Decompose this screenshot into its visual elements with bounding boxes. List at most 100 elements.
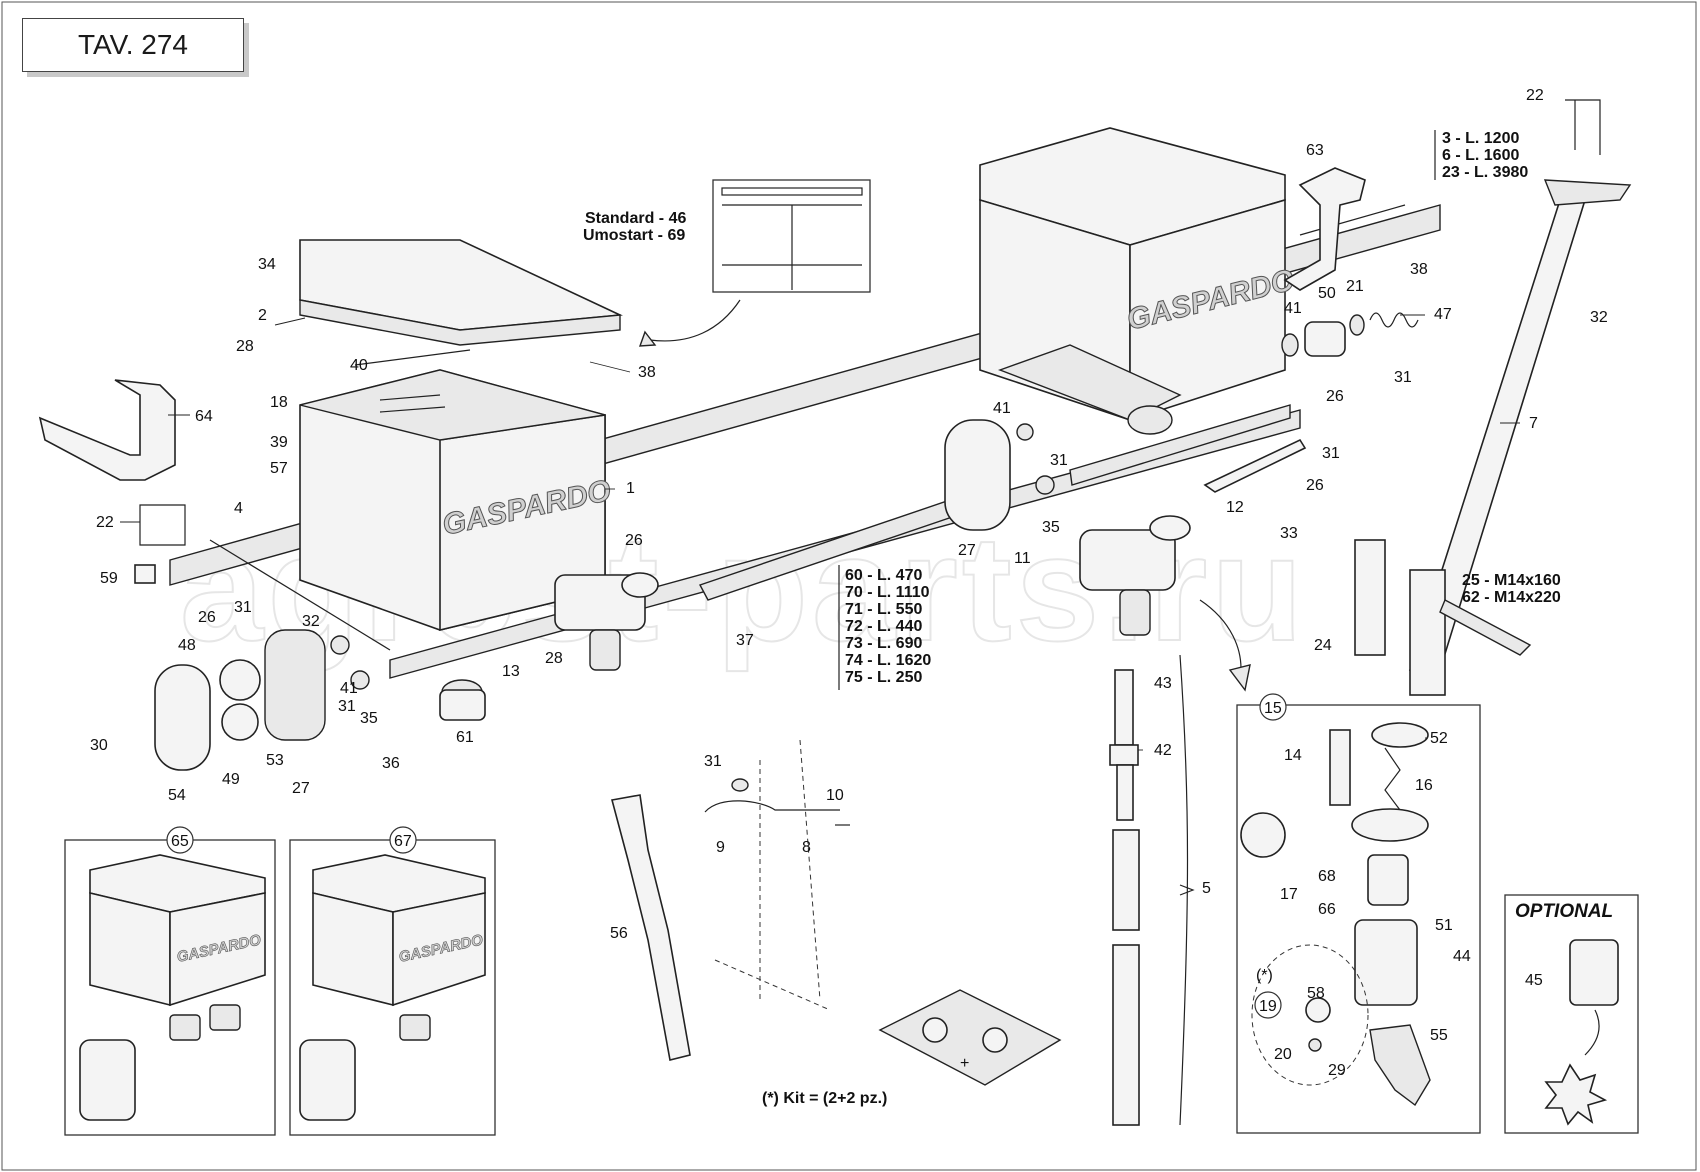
bar-length-73: 73 - L. 690 [845, 635, 922, 652]
callout-26-right: 26 [1306, 477, 1324, 494]
callout-34: 34 [258, 256, 276, 273]
callout-55: 55 [1430, 1027, 1448, 1044]
bar-length-70: 70 - L. 1110 [845, 584, 930, 601]
bracket-63 [1283, 167, 1366, 291]
callout-7: 7 [1529, 415, 1538, 432]
right-hopper: GASPARDO [979, 127, 1298, 435]
tube-56 [611, 794, 691, 1061]
left-drive-assembly [134, 504, 486, 771]
callout-layer: 34 2 28 40 38 64 18 39 57 1 22 4 59 26 3… [90, 87, 1608, 1079]
callout-27-left: 27 [292, 780, 310, 797]
callout-41-right: 41 [993, 400, 1011, 417]
callout-31-mid: 31 [338, 698, 356, 715]
callout-53: 53 [266, 752, 284, 769]
callout-21: 21 [1346, 278, 1364, 295]
callout-10: 10 [826, 787, 844, 804]
callout-44: 44 [1453, 948, 1471, 965]
callout-66: 66 [1318, 901, 1336, 918]
bar-length-71: 71 - L. 550 [845, 601, 922, 618]
callout-35-right: 35 [1042, 519, 1060, 536]
callout-56: 56 [610, 925, 628, 942]
callout-30: 30 [90, 737, 108, 754]
callout-19: 19 [1259, 998, 1277, 1015]
callout-28: 28 [236, 338, 254, 355]
callout-65: 65 [171, 833, 189, 850]
shaft-length-3: 3 - L. 1200 [1442, 130, 1519, 147]
callout-9: 9 [716, 839, 725, 856]
label-chart: Standard - 46 Umostart - 69 [583, 179, 871, 347]
callout-41-left: 41 [340, 680, 358, 697]
callout-40: 40 [350, 357, 368, 374]
kit-note: (*) Kit = (2+2 pz.) [762, 1090, 887, 1107]
u-bolt-22-left [139, 504, 186, 546]
callout-35-left: 35 [360, 710, 378, 727]
callout-4: 4 [234, 500, 243, 517]
callout-31-right: 31 [1050, 452, 1068, 469]
callout-31-bracket: 31 [704, 753, 722, 770]
part-12-blade [1203, 438, 1307, 493]
label-umostart: Umostart - 69 [583, 227, 685, 244]
callout-20: 20 [1274, 1046, 1292, 1063]
callout-61: 61 [456, 729, 474, 746]
optional-title: OPTIONAL [1515, 901, 1613, 922]
callout-58: 58 [1307, 985, 1325, 1002]
bolt-25-62 [1439, 599, 1532, 656]
callout-49: 49 [222, 771, 240, 788]
callout-12: 12 [1226, 499, 1244, 516]
variant-panel-65: GASPARDO [64, 839, 276, 1136]
callout-67: 67 [394, 833, 412, 850]
callout-43: 43 [1154, 675, 1172, 692]
callout-45: 45 [1525, 972, 1543, 989]
callout-68: 68 [1318, 868, 1336, 885]
bar-length-75: 75 - L. 250 [845, 669, 922, 686]
callout-38-right: 38 [1410, 261, 1428, 278]
bolt-62: 62 - M14x220 [1462, 589, 1561, 606]
callout-5: 5 [1202, 880, 1211, 897]
callout-36: 36 [382, 755, 400, 772]
mounting-bracket-9 [704, 739, 850, 1011]
bar-length-60: 60 - L. 470 [845, 567, 922, 584]
callout-27-right: 27 [958, 542, 976, 559]
callout-2: 2 [258, 307, 267, 324]
variant-panel-67: GASPARDO [289, 839, 496, 1136]
callout-29: 29 [1328, 1062, 1346, 1079]
clutch-stack [1281, 312, 1419, 357]
right-dosing-unit [1079, 515, 1251, 692]
callout-13: 13 [502, 663, 520, 680]
callout-17: 17 [1280, 886, 1298, 903]
callout-63: 63 [1306, 142, 1324, 159]
callout-59: 59 [100, 570, 118, 587]
bar-length-72: 72 - L. 440 [845, 618, 922, 635]
callout-31-left: 31 [234, 599, 252, 616]
shaft-length-23: 23 - L. 3980 [1442, 164, 1528, 181]
label-standard: Standard - 46 [585, 210, 686, 227]
callout-51: 51 [1435, 917, 1453, 934]
callout-37: 37 [736, 632, 754, 649]
callout-42: 42 [1154, 742, 1172, 759]
right-drive-assembly [944, 404, 1307, 531]
telescopic-tube-5 [1109, 654, 1195, 1126]
callout-28-mid: 28 [545, 650, 563, 667]
callout-14: 14 [1284, 747, 1302, 764]
callout-31-clutch: 31 [1394, 369, 1412, 386]
callout-18: 18 [270, 394, 288, 411]
leader-lines [120, 314, 1520, 751]
callout-1: 1 [626, 480, 635, 497]
plate-title: TAV. 274 [22, 18, 244, 72]
callout-26-mid: 26 [625, 532, 643, 549]
callout-39: 39 [270, 434, 288, 451]
callout-24: 24 [1314, 637, 1332, 654]
callout-31-rightlow: 31 [1322, 445, 1340, 462]
bar-length-74: 74 - L. 1620 [845, 652, 931, 669]
callout-26-clutch: 26 [1326, 388, 1344, 405]
left-hopper: GASPARDO [299, 239, 623, 632]
callout-22-left: 22 [96, 514, 114, 531]
bolt-25: 25 - M14x160 [1462, 572, 1561, 589]
callout-47: 47 [1434, 306, 1452, 323]
callout-50: 50 [1318, 285, 1336, 302]
callout-32-left: 32 [302, 613, 320, 630]
optional-panel: OPTIONAL [1504, 894, 1639, 1134]
